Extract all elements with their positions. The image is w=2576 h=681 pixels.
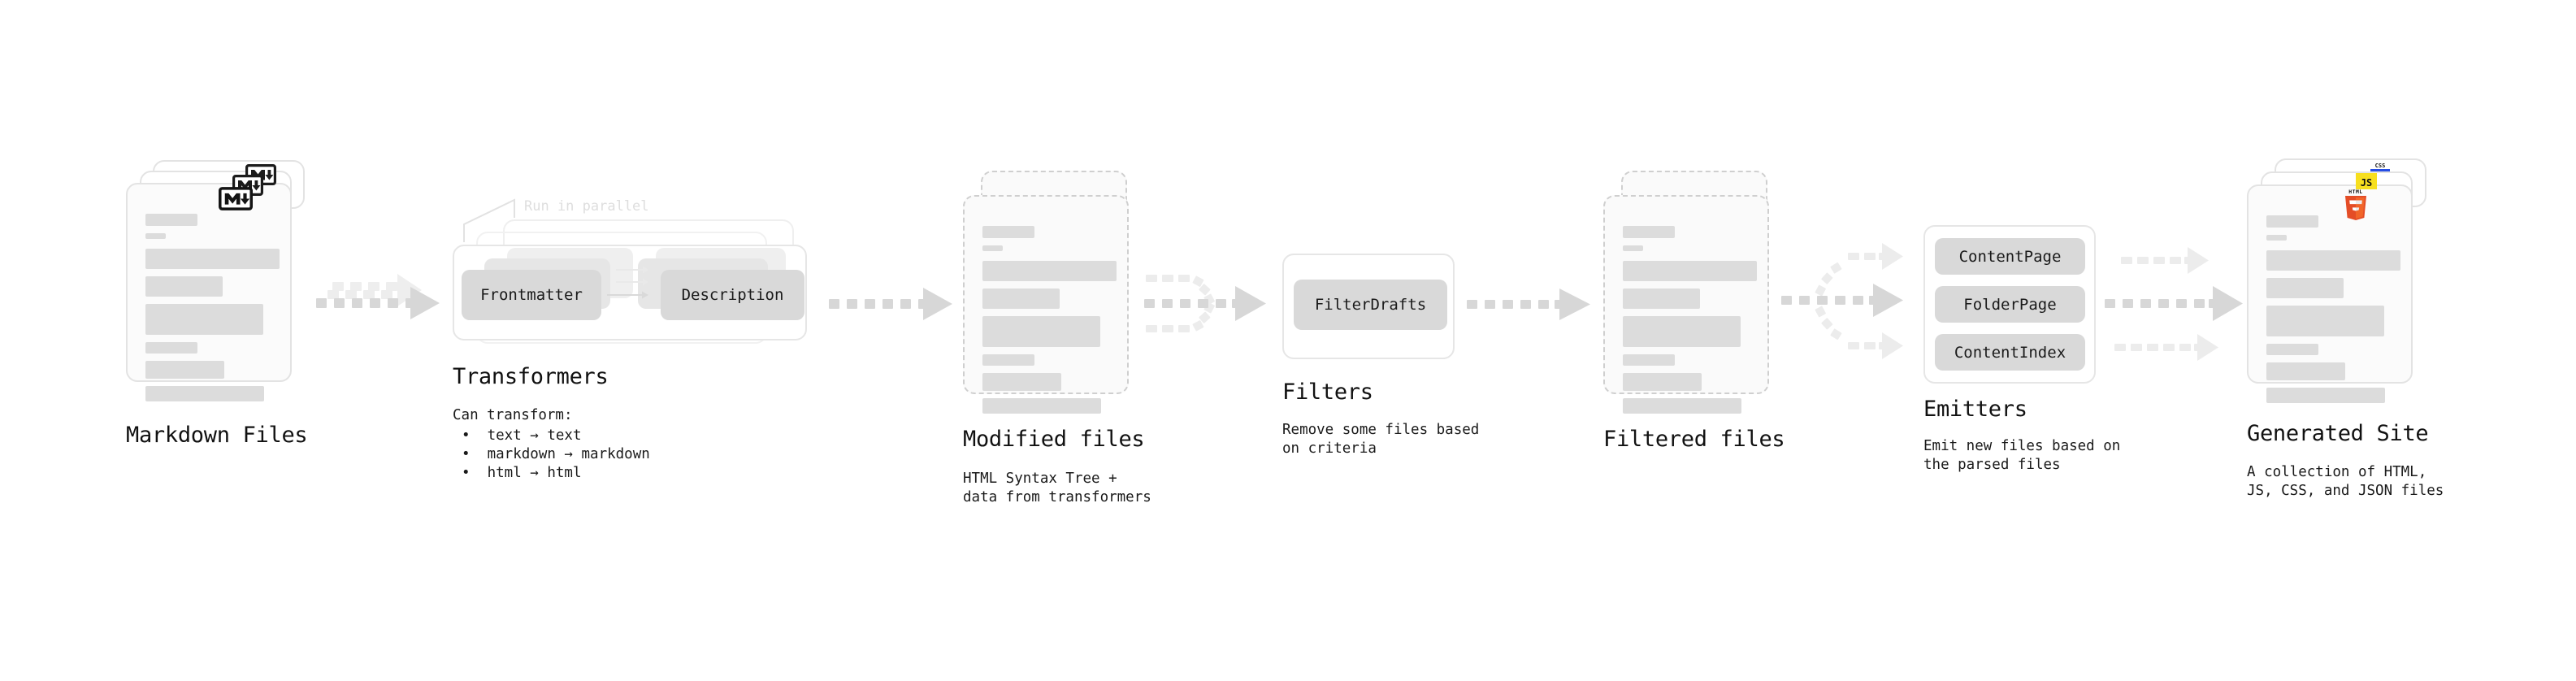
- transformers-group: Run in parallel Frontmatter Description: [443, 195, 825, 349]
- modified-file-placeholder-lines: [982, 226, 1117, 421]
- generated-site-title: Generated Site: [2247, 421, 2429, 446]
- placeholder-line: [982, 261, 1117, 281]
- placeholder-line: [1623, 261, 1757, 281]
- placeholder-line: [1623, 245, 1643, 251]
- placeholder-line: [1623, 354, 1675, 366]
- connector-markdown-to-transformers: [316, 274, 440, 319]
- placeholder-line: [982, 245, 1003, 251]
- connector-emitters-to-site: [2105, 247, 2243, 361]
- connector-filters-to-filtered: [1467, 288, 1590, 320]
- placeholder-line: [1623, 316, 1741, 347]
- emitter-pill-folderpage[interactable]: FolderPage: [1935, 286, 2085, 323]
- svg-text:JS: JS: [2361, 177, 2372, 189]
- placeholder-line: [145, 214, 197, 226]
- filtered-file-card-front: [1603, 195, 1769, 414]
- modified-files-stack: [963, 171, 1142, 414]
- emitters-caption: Emit new files based on the parsed files: [1923, 438, 2121, 473]
- emitter-pill-contentpage[interactable]: ContentPage: [1935, 238, 2085, 275]
- transformers-caption: Can transform:: [453, 407, 573, 423]
- emitter-pill-contentindex[interactable]: ContentIndex: [1935, 334, 2085, 371]
- transformer-pill-frontmatter[interactable]: Frontmatter: [462, 270, 601, 320]
- connector-modified-to-filters: [1144, 275, 1266, 332]
- filtered-file-placeholder-lines: [1623, 226, 1757, 421]
- placeholder-line: [1623, 373, 1702, 391]
- placeholder-line: [982, 398, 1101, 414]
- placeholder-line: [145, 233, 166, 239]
- markdown-files-stack: [126, 160, 305, 401]
- connector-filtered-to-emitters: [1781, 243, 1903, 359]
- placeholder-line: [2266, 235, 2287, 241]
- filtered-files-title: Filtered files: [1603, 427, 1785, 452]
- bullet-text: markdown → markdown: [487, 446, 650, 462]
- modified-files-caption: HTML Syntax Tree + data from transformer…: [963, 471, 1151, 505]
- transformers-bullet-list: • text → text • markdown → markdown • ht…: [462, 427, 650, 483]
- transformers-title: Transformers: [453, 364, 609, 389]
- placeholder-line: [1623, 288, 1700, 309]
- transformer-inner-arrows: [607, 266, 648, 299]
- placeholder-line: [2266, 362, 2345, 380]
- bullet-text: html → html: [487, 465, 582, 481]
- transformer-pill-description[interactable]: Description: [661, 270, 804, 320]
- placeholder-line: [982, 288, 1060, 309]
- run-in-parallel-bracket: [463, 198, 515, 242]
- placeholder-line: [145, 361, 224, 379]
- placeholder-line: [145, 304, 263, 335]
- list-item: • html → html: [462, 465, 582, 481]
- placeholder-line: [145, 276, 223, 297]
- markdown-file-card-front: [126, 183, 292, 401]
- placeholder-line: [982, 354, 1034, 366]
- svg-text:HTML: HTML: [2348, 189, 2362, 195]
- modified-files-title: Modified files: [963, 427, 1145, 452]
- filters-caption: Remove some files based on criteria: [1282, 422, 1480, 457]
- filter-pill-filterdrafts[interactable]: FilterDrafts: [1294, 280, 1447, 330]
- placeholder-line: [982, 373, 1061, 391]
- generated-site-card-front: [2247, 184, 2413, 403]
- markdown-file-placeholder-lines: [145, 214, 280, 409]
- list-item: • markdown → markdown: [462, 446, 650, 462]
- placeholder-line: [2266, 215, 2318, 228]
- placeholder-line: [145, 342, 197, 354]
- filters-title: Filters: [1282, 380, 1373, 405]
- placeholder-line: [982, 316, 1100, 347]
- emitters-title: Emitters: [1923, 397, 2027, 422]
- placeholder-line: [145, 386, 264, 401]
- markdown-icon: [219, 187, 253, 210]
- placeholder-line: [2266, 306, 2384, 336]
- placeholder-line: [2266, 388, 2385, 403]
- placeholder-line: [145, 249, 280, 269]
- svg-text:CSS: CSS: [2375, 163, 2386, 169]
- list-item: • text → text: [462, 427, 582, 444]
- connector-transformers-to-modified: [829, 288, 952, 320]
- modified-file-card-front: [963, 195, 1129, 414]
- run-in-parallel-label: Run in parallel: [524, 198, 649, 215]
- placeholder-line: [1623, 398, 1741, 414]
- bullet-text: text → text: [487, 427, 582, 444]
- generated-site-caption: A collection of HTML, JS, CSS, and JSON …: [2247, 464, 2444, 499]
- placeholder-line: [982, 226, 1034, 238]
- markdown-files-title: Markdown Files: [126, 423, 308, 448]
- generated-site-placeholder-lines: [2266, 215, 2400, 410]
- javascript-icon: JS: [2356, 173, 2377, 189]
- placeholder-line: [1623, 226, 1675, 238]
- css3-icon: CSS: [2370, 163, 2390, 171]
- generated-site-stack: CSS JS HTML: [2247, 158, 2434, 403]
- placeholder-line: [2266, 344, 2318, 355]
- filtered-files-stack: [1603, 171, 1782, 414]
- html5-icon: HTML: [2345, 189, 2366, 220]
- placeholder-line: [2266, 278, 2344, 298]
- placeholder-line: [2266, 250, 2400, 271]
